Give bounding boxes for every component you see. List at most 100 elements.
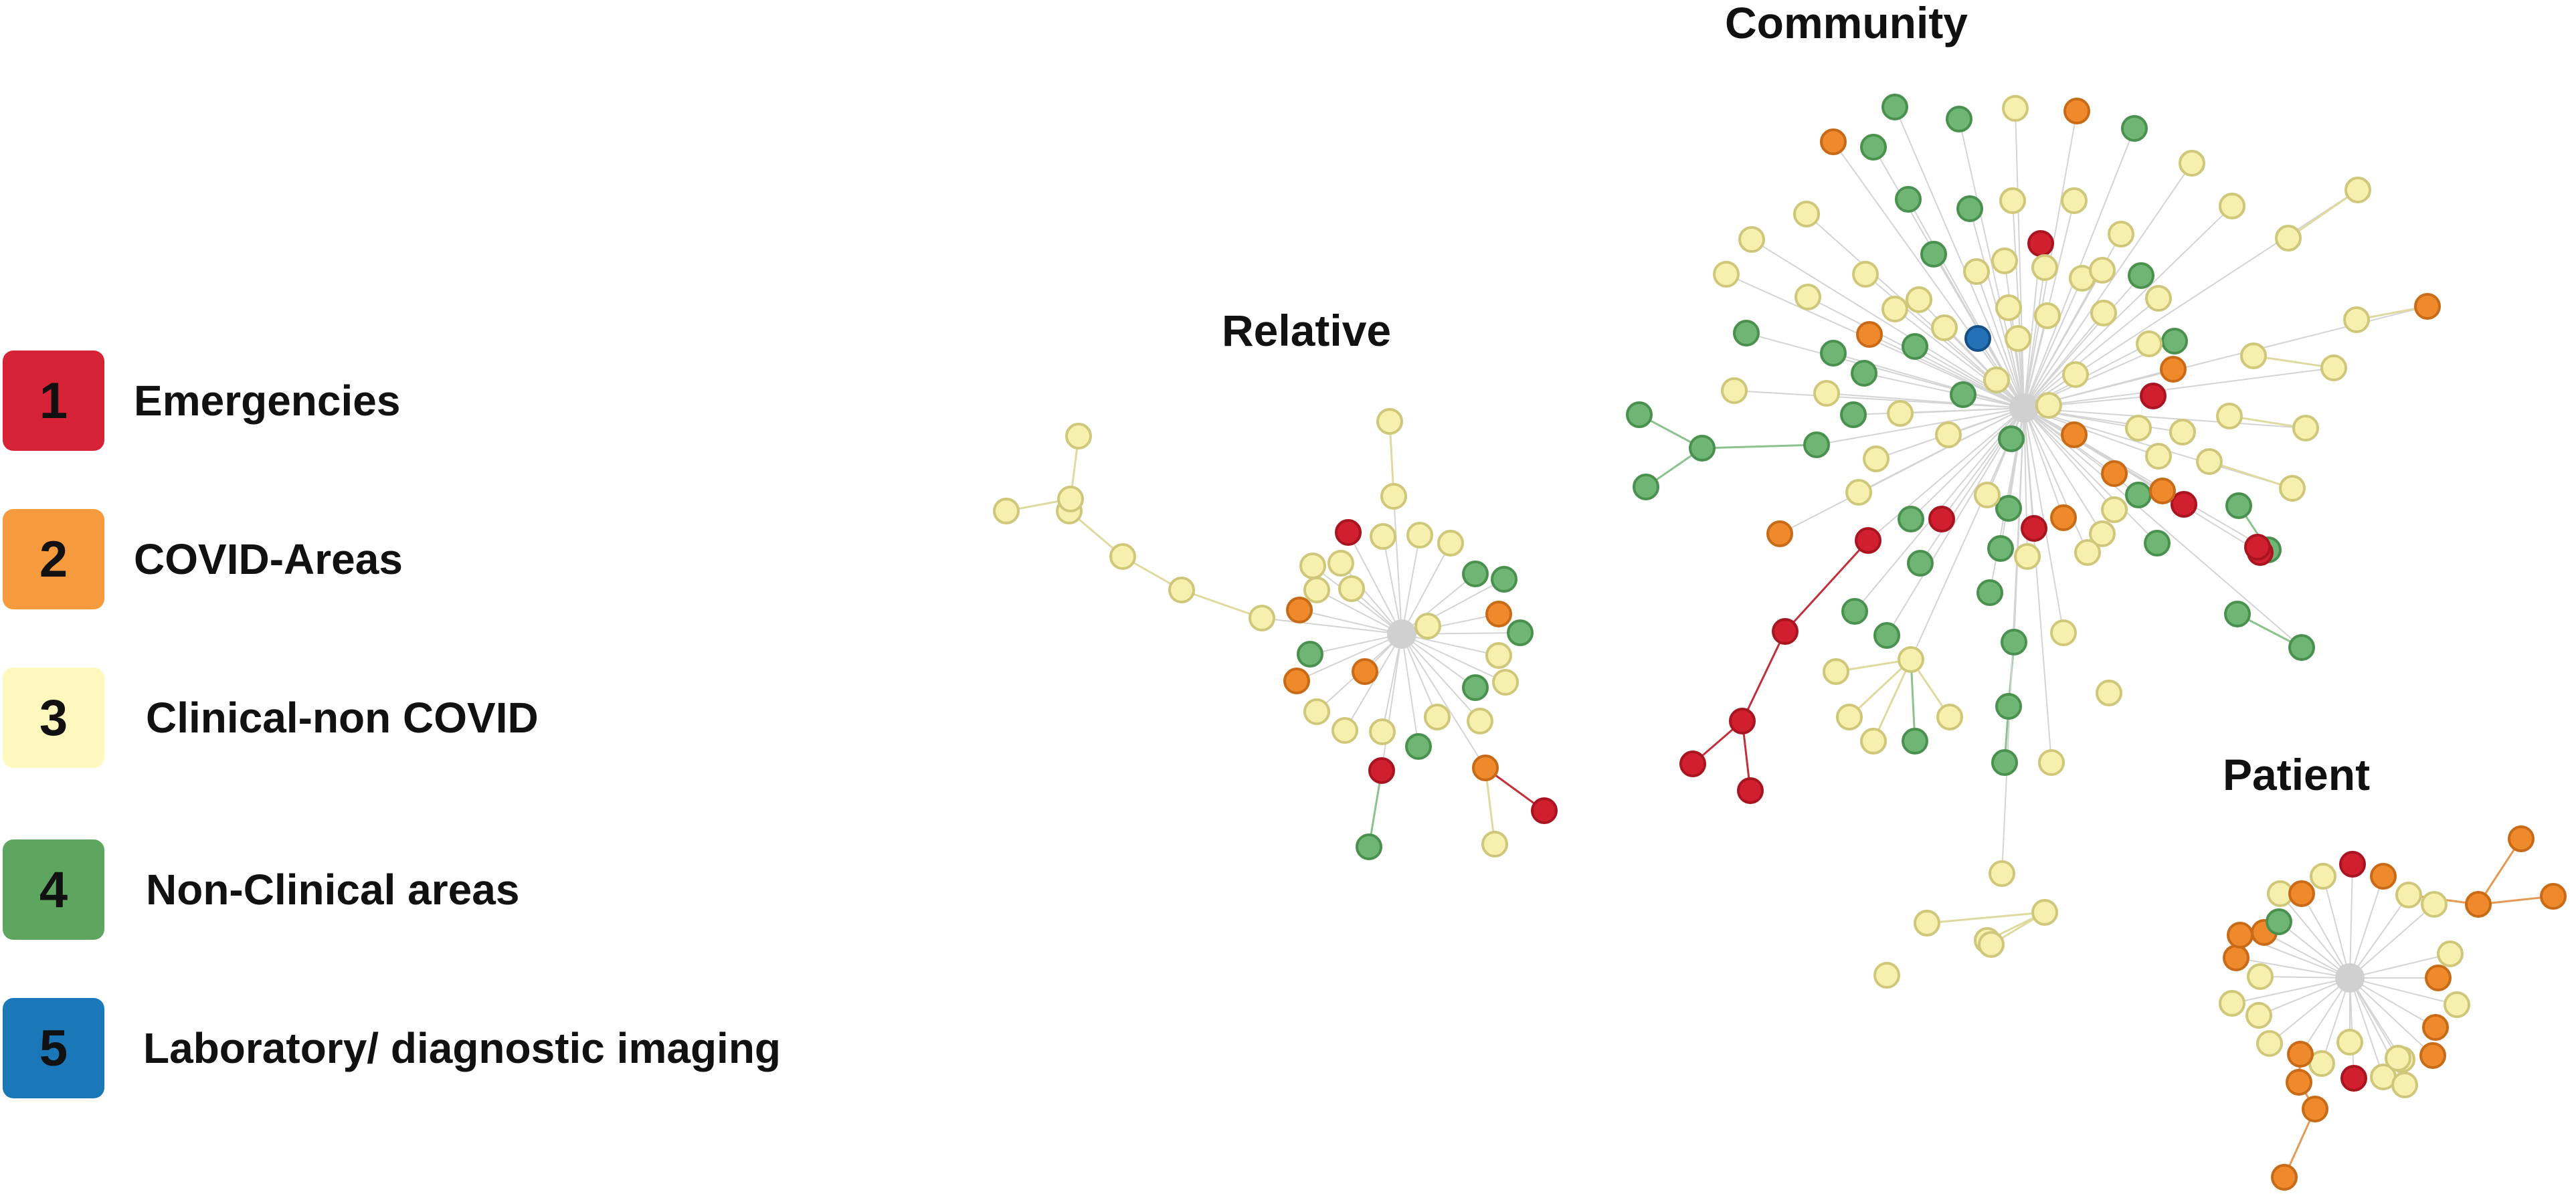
edge xyxy=(1833,141,2025,409)
edge xyxy=(2349,864,2353,979)
node-clinical-non-covid xyxy=(1065,423,1092,450)
node-clinical-non-covid xyxy=(1721,377,1748,404)
node-clinical-non-covid xyxy=(1331,717,1358,744)
node-clinical-non-covid xyxy=(2391,1072,2418,1098)
node-clinical-non-covid xyxy=(2096,680,2122,706)
node-non-clinical xyxy=(1860,134,1887,161)
node-covid-area xyxy=(2271,1164,2298,1191)
node-clinical-non-covid xyxy=(2038,749,2065,776)
node-clinical-non-covid xyxy=(993,498,1020,524)
edge xyxy=(2023,270,2103,409)
node-non-clinical xyxy=(2288,634,2315,661)
edge xyxy=(1741,631,1786,722)
edge xyxy=(1401,633,1481,722)
edge xyxy=(2349,904,2435,979)
node-non-clinical xyxy=(2161,328,2188,355)
edge xyxy=(2023,407,2306,429)
hub-node xyxy=(2335,963,2365,993)
edge xyxy=(1872,659,1912,742)
edge xyxy=(2023,367,2334,409)
node-covid-area xyxy=(2287,1041,2314,1068)
node-clinical-non-covid xyxy=(1823,658,1849,685)
node-clinical-non-covid xyxy=(1376,408,1403,435)
node-clinical-non-covid xyxy=(1860,728,1887,755)
node-non-clinical xyxy=(1462,674,1489,701)
node-non-clinical xyxy=(1820,340,1847,367)
edge xyxy=(1393,496,1402,635)
node-clinical-non-covid xyxy=(1437,530,1464,557)
node-non-clinical xyxy=(1902,333,1928,360)
edge xyxy=(1401,573,1476,635)
node-non-clinical xyxy=(1803,431,1830,458)
node-clinical-non-covid xyxy=(1303,698,1330,725)
legend-label-laboratory: Laboratory/ diagnostic imaging xyxy=(143,1024,781,1072)
node-clinical-non-covid xyxy=(1963,258,1990,285)
node-clinical-non-covid xyxy=(1370,523,1396,550)
node-clinical-non-covid xyxy=(1738,226,1765,253)
node-clinical-non-covid xyxy=(2050,619,2077,646)
node-clinical-non-covid xyxy=(2090,300,2117,326)
edge xyxy=(2023,407,2103,534)
node-clinical-non-covid xyxy=(2089,520,2116,547)
legend-item-laboratory: 5 Laboratory/ diagnostic imaging xyxy=(3,998,939,1098)
node-clinical-non-covid xyxy=(1906,286,1932,313)
node-clinical-non-covid xyxy=(1481,831,1508,858)
node-emergencies xyxy=(1368,757,1395,784)
node-clinical-non-covid xyxy=(2196,448,2223,475)
node-non-clinical xyxy=(1902,728,1928,755)
legend-item-non-clinical-areas: 4 Non-Clinical areas xyxy=(3,839,939,940)
node-clinical-non-covid xyxy=(2240,342,2267,369)
hub-node xyxy=(1387,619,1416,649)
node-covid-area xyxy=(2227,922,2253,949)
node-emergencies xyxy=(1928,506,1955,532)
node-clinical-non-covid xyxy=(1713,261,1740,288)
node-non-clinical xyxy=(1907,550,1934,577)
node-covid-area xyxy=(2419,1042,2446,1069)
node-clinical-non-covid xyxy=(1852,261,1879,288)
node-non-clinical xyxy=(1462,561,1489,587)
node-clinical-non-covid xyxy=(2275,225,2302,252)
node-non-clinical xyxy=(1995,693,2022,720)
node-non-clinical xyxy=(1297,641,1323,668)
node-non-clinical xyxy=(1689,435,1716,462)
node-covid-area xyxy=(1283,668,1310,694)
edge xyxy=(1401,633,1438,718)
node-clinical-non-covid xyxy=(1793,201,1820,227)
node-clinical-non-covid xyxy=(1057,486,1084,512)
edge xyxy=(1382,633,1402,732)
node-clinical-non-covid xyxy=(1991,247,2018,274)
edge xyxy=(2023,315,2048,409)
node-non-clinical xyxy=(1995,495,2022,522)
edge xyxy=(1779,407,2025,534)
node-clinical-non-covid xyxy=(2247,963,2274,990)
node-emergencies xyxy=(2340,1065,2367,1092)
edge xyxy=(2349,977,2433,1056)
legend-label-clinical-non-covid: Clinical-non COVID xyxy=(146,694,539,742)
node-emergencies xyxy=(2244,534,2271,561)
node-non-clinical xyxy=(1507,619,1534,646)
node-emergencies xyxy=(2140,383,2167,409)
node-clinical-non-covid xyxy=(1369,718,1396,745)
node-non-clinical xyxy=(1733,320,1760,346)
edge xyxy=(1401,534,1420,635)
node-emergencies xyxy=(2171,491,2197,518)
node-laboratory xyxy=(1964,325,1991,352)
node-covid-area xyxy=(1352,658,1378,685)
edge xyxy=(2235,957,2351,979)
node-non-clinical xyxy=(1895,186,1922,213)
node-clinical-non-covid xyxy=(2101,496,2128,523)
node-emergencies xyxy=(1679,751,1706,777)
node-emergencies xyxy=(1737,777,1764,804)
node-clinical-non-covid xyxy=(1935,421,1962,448)
node-clinical-non-covid xyxy=(2421,891,2448,918)
node-clinical-non-covid xyxy=(1414,613,1441,639)
edge xyxy=(1316,589,1402,635)
node-clinical-non-covid xyxy=(1327,550,1354,577)
node-clinical-non-covid xyxy=(2145,285,2172,312)
node-non-clinical xyxy=(2225,492,2252,519)
node-covid-area xyxy=(2160,356,2187,383)
node-non-clinical xyxy=(1920,241,1947,268)
node-non-clinical xyxy=(1976,579,2003,606)
node-emergencies xyxy=(1729,708,1756,734)
